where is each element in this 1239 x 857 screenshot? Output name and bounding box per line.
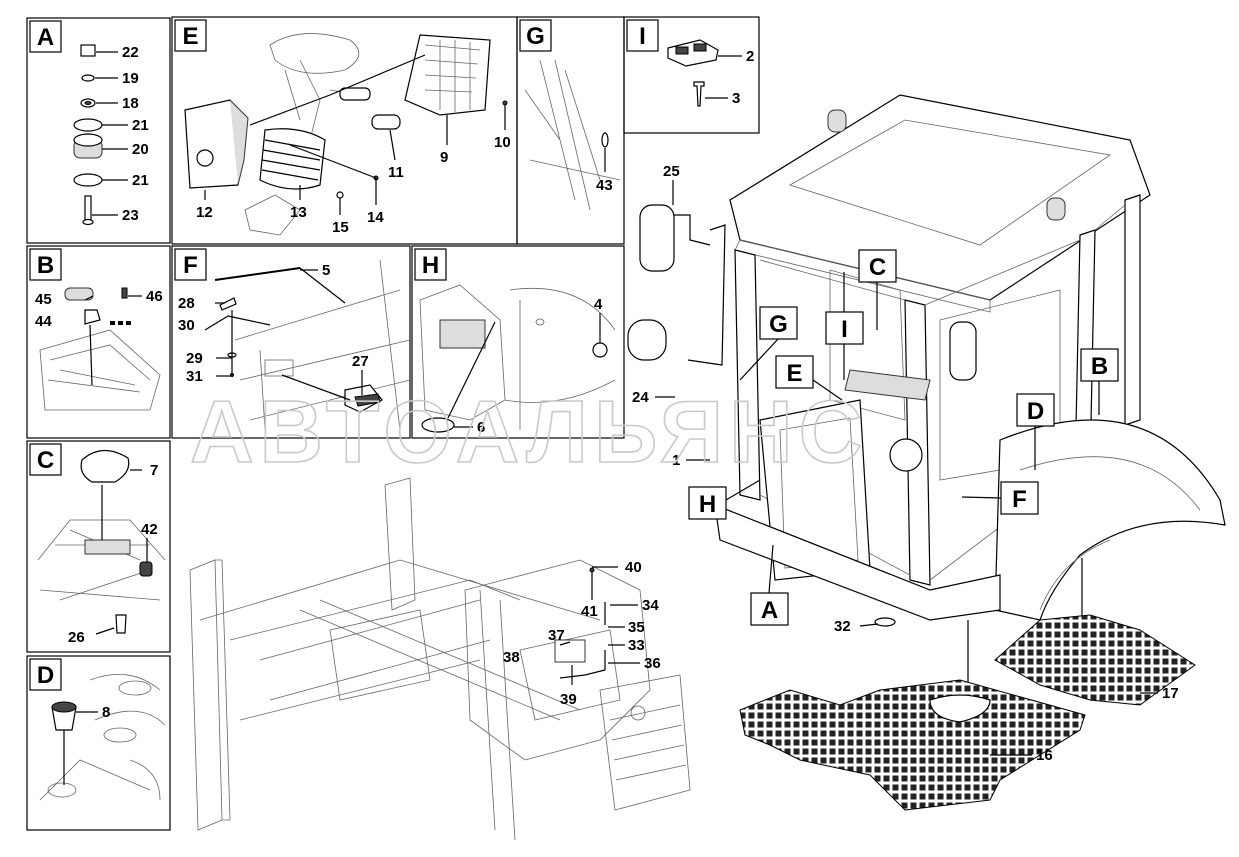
panel-c: C 7 42 26 xyxy=(26,440,171,653)
cab-label-b: B xyxy=(1091,353,1108,380)
cab-label-a: A xyxy=(761,597,778,624)
callout-20: 20 xyxy=(132,141,149,158)
panel-letter-g: G xyxy=(526,23,545,50)
callout-1: 1 xyxy=(672,452,680,469)
panel-i: I 2 3 xyxy=(623,16,760,134)
cab-callouts: 25 24 1 32 16 17 xyxy=(632,163,1179,764)
callout-36: 36 xyxy=(644,655,661,672)
callout-40: 40 xyxy=(625,559,642,576)
cab-labels: C G I E B D F H A xyxy=(688,249,1119,626)
callout-44: 44 xyxy=(35,313,52,330)
chassis-callouts: 40 41 34 35 33 36 37 38 39 xyxy=(503,559,661,708)
callout-42: 42 xyxy=(141,521,158,538)
cab-label-d: D xyxy=(1027,398,1044,425)
callout-7: 7 xyxy=(150,462,158,479)
panel-f: F 5 28 30 29 31 27 xyxy=(171,245,411,439)
panel-d: D 8 xyxy=(26,655,171,831)
panel-letter-e: E xyxy=(182,23,198,50)
callout-10: 10 xyxy=(494,134,511,151)
callout-5: 5 xyxy=(322,262,330,279)
callout-21-lower: 21 xyxy=(132,172,149,189)
callout-13: 13 xyxy=(290,204,307,221)
panel-g: G 43 xyxy=(516,16,625,245)
callout-2: 2 xyxy=(746,48,754,65)
cab-label-c: C xyxy=(869,254,886,281)
callout-19: 19 xyxy=(122,70,139,87)
callout-39: 39 xyxy=(560,691,577,708)
callout-16: 16 xyxy=(1036,747,1053,764)
callout-14: 14 xyxy=(367,209,384,226)
callout-28: 28 xyxy=(178,295,195,312)
callout-45: 45 xyxy=(35,291,52,308)
chassis-frame xyxy=(189,477,691,841)
callout-29: 29 xyxy=(186,350,203,367)
panel-letter-c: C xyxy=(37,447,54,474)
callout-35: 35 xyxy=(628,619,645,636)
callout-34: 34 xyxy=(642,597,659,614)
callout-30: 30 xyxy=(178,317,195,334)
panel-letter-i: I xyxy=(639,23,646,50)
panel-letter-d: D xyxy=(37,662,54,689)
callout-4: 4 xyxy=(594,296,603,313)
cab-label-i: I xyxy=(841,316,848,343)
panel-e: E 9 10 11 12 13 xyxy=(171,16,518,245)
callout-21: 21 xyxy=(132,117,149,134)
watermark: АВТОАЛЬЯНС xyxy=(190,382,868,481)
callout-33: 33 xyxy=(628,637,645,654)
cab-label-e: E xyxy=(786,360,802,387)
callout-32: 32 xyxy=(834,618,851,635)
callout-25: 25 xyxy=(663,163,680,180)
panel-letter-f: F xyxy=(183,252,198,279)
panel-letter-b: B xyxy=(37,252,54,279)
panel-letter-h: H xyxy=(422,252,439,279)
callout-23: 23 xyxy=(122,207,139,224)
callout-3: 3 xyxy=(732,90,740,107)
callout-41: 41 xyxy=(581,603,598,620)
cab-label-f: F xyxy=(1012,486,1027,513)
callout-26: 26 xyxy=(68,629,85,646)
cab-label-h: H xyxy=(699,491,716,518)
callout-18: 18 xyxy=(122,95,139,112)
panel-a: A 22 19 18 21 20 21 23 xyxy=(26,17,171,244)
callout-38: 38 xyxy=(503,649,520,666)
callout-6: 6 xyxy=(477,419,485,436)
cab-label-g: G xyxy=(769,311,788,338)
callout-31: 31 xyxy=(186,368,203,385)
callout-46: 46 xyxy=(146,288,163,305)
callout-9: 9 xyxy=(440,149,448,166)
callout-12: 12 xyxy=(196,204,213,221)
panel-h: H 4 6 xyxy=(411,245,625,439)
callout-43: 43 xyxy=(596,177,613,194)
callout-22: 22 xyxy=(122,44,139,61)
callout-17: 17 xyxy=(1162,685,1179,702)
callout-8: 8 xyxy=(102,704,110,721)
callout-37: 37 xyxy=(548,627,565,644)
callout-11: 11 xyxy=(388,164,404,181)
callout-27: 27 xyxy=(352,353,369,370)
callout-24: 24 xyxy=(632,389,649,406)
panel-b: B 45 46 44 xyxy=(26,245,171,439)
callout-15: 15 xyxy=(332,219,349,236)
panel-letter-a: A xyxy=(37,24,54,51)
